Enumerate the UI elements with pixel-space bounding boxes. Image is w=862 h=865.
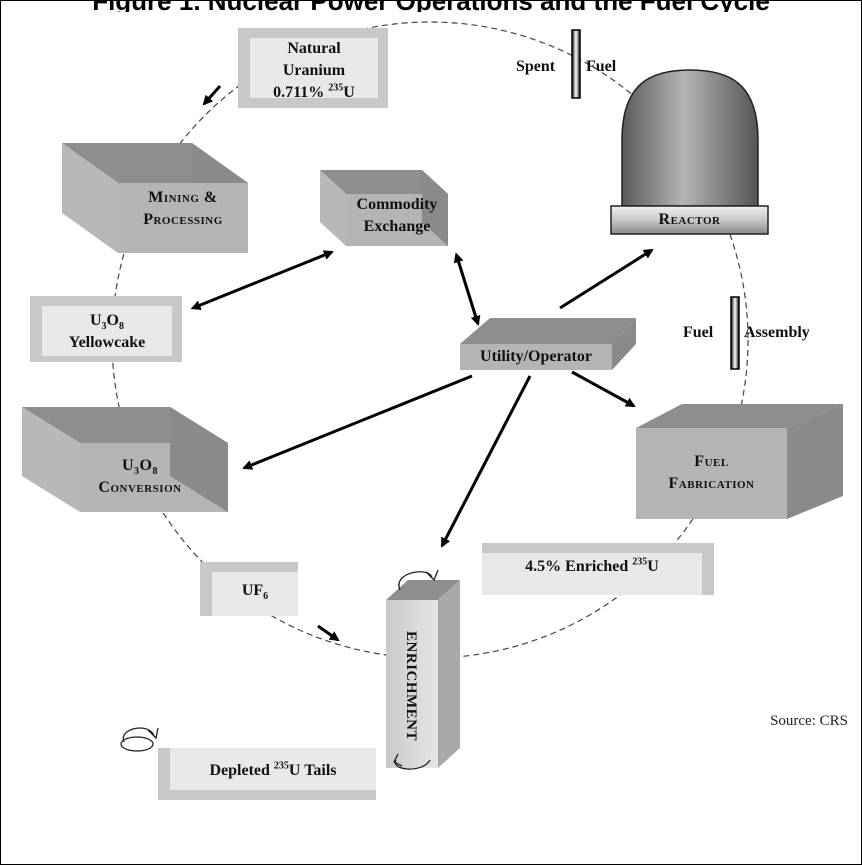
spent-label: Spent [516,58,556,75]
enriched-box [482,543,714,595]
mining-box [62,143,248,253]
conversion-label: U3O8 Conversion [98,457,182,496]
rotation-arrows [120,569,439,770]
source-note: Source: CRS [770,713,848,729]
commodity-box [320,170,448,246]
enrichment-box [386,580,460,768]
natural-uranium-box [238,28,388,108]
yellowcake-box [30,296,182,362]
spent-fuel-rod [571,29,581,99]
utility-label: Utility/Operator [480,348,592,365]
enrichment-label: ENRICHMENT [403,630,419,741]
reactor-shape [610,69,769,235]
figure-title: Figure 1. Nuclear Power Operations and t… [0,0,862,12]
mining-label: Mining & Processing [143,189,223,228]
fuel-label: Fuel [586,58,617,75]
depleted-label: Depleted 235U Tails [209,760,337,779]
fuel-assembly-left-label: Fuel [683,324,714,341]
fabrication-box [636,404,843,519]
depleted-box [158,748,376,800]
commodity-label: Commodity Exchange [356,196,438,235]
enriched-label: 4.5% Enriched 235U [525,556,659,575]
uf6-label: UF6 [241,582,269,603]
utility-slab [460,318,636,370]
yellowcake-label: U3O8 Yellowcake [68,312,146,351]
conversion-box [22,407,228,512]
uf6-box [200,562,298,616]
natural-uranium-label: Natural Uranium 0.711% 235U [273,40,355,101]
reactor-label: Reactor [658,211,721,228]
cycle-circle [111,21,749,659]
fuel-assembly-rod [730,296,740,370]
fuel-assembly-right-label: Assembly [744,324,810,341]
fabrication-label: Fuel Fabrication [668,453,755,492]
flow-arrows [190,85,654,642]
